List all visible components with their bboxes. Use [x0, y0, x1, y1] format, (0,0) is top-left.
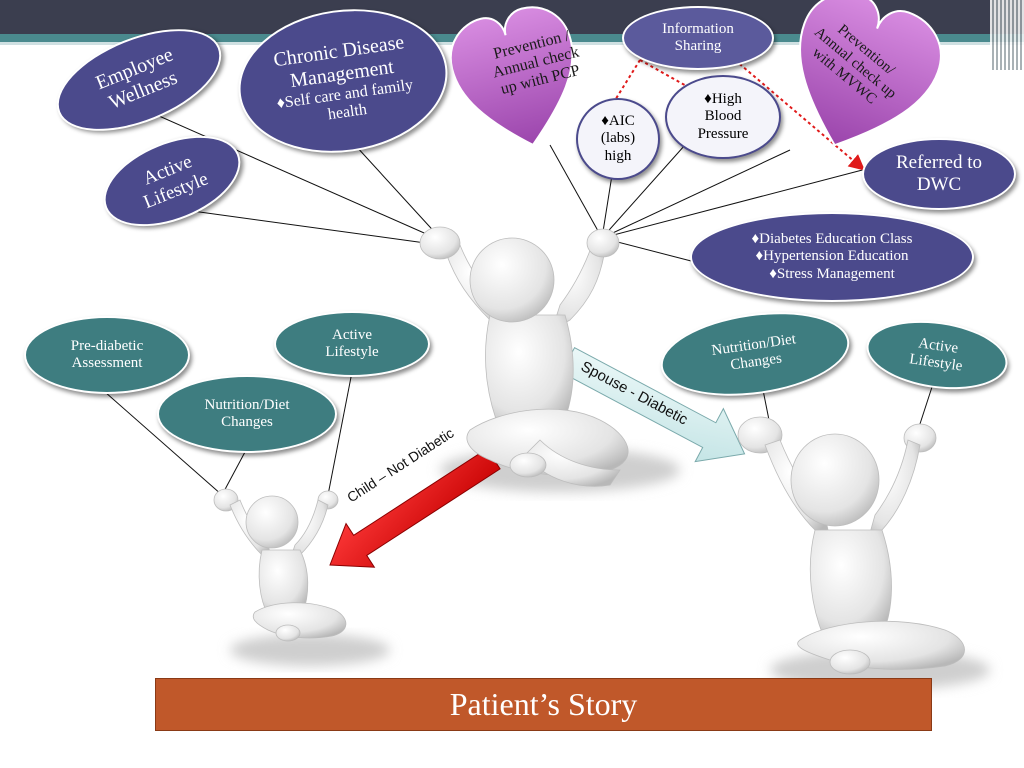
stress-management-item: ♦Stress Management	[769, 265, 895, 282]
nutrition-spouse-label: Nutrition/Diet Changes	[710, 331, 797, 374]
hypertension-education-item: ♦Hypertension Education	[755, 248, 909, 265]
footer-banner: Patient’s Story	[155, 678, 932, 731]
high-bp-label: ♦High Blood Pressure	[697, 91, 749, 142]
heart-mvwc	[798, 0, 942, 147]
patient-right-strings	[549, 144, 871, 263]
child-figure	[213, 488, 347, 642]
aic-bubble: ♦AIC (labs) high	[576, 98, 660, 180]
patient-figure	[419, 226, 629, 487]
nutrition-child-label: Nutrition/Diet Changes	[204, 396, 290, 430]
heart-pcp	[449, 6, 574, 147]
spouse-strings	[762, 386, 933, 431]
spouse-arrow	[560, 346, 746, 463]
pre-diabetic-bubble: Pre-diabetic Assessment	[24, 316, 190, 394]
high-bp-bubble: ♦High Blood Pressure	[665, 75, 781, 159]
information-sharing-bubble: Information Sharing	[622, 6, 774, 70]
pre-diabetic-label: Pre-diabetic Assessment	[70, 337, 144, 371]
active-spouse-label: Active Lifestyle	[908, 335, 964, 375]
diabetes-education-item: ♦Diabetes Education Class	[751, 231, 913, 248]
child-strings	[104, 371, 353, 496]
aic-label: ♦AIC (labs) high	[600, 113, 636, 164]
active-child-bubble: Active Lifestyle	[274, 311, 430, 377]
referred-dwc-bubble: Referred to DWC	[862, 138, 1016, 210]
information-sharing-label: Information Sharing	[662, 20, 734, 54]
footer-title: Patient’s Story	[449, 686, 638, 722]
active-child-label: Active Lifestyle	[325, 326, 379, 360]
spouse-figure	[737, 416, 965, 675]
nutrition-child-bubble: Nutrition/Diet Changes	[157, 375, 337, 453]
education-bubble: ♦Diabetes Education Class ♦Hypertension …	[690, 212, 974, 302]
child-shadow	[230, 634, 390, 666]
referred-dwc-label: Referred to DWC	[896, 152, 982, 195]
corner-decoration	[990, 0, 1024, 70]
patient-left-strings	[149, 111, 441, 246]
info-links	[611, 59, 866, 171]
